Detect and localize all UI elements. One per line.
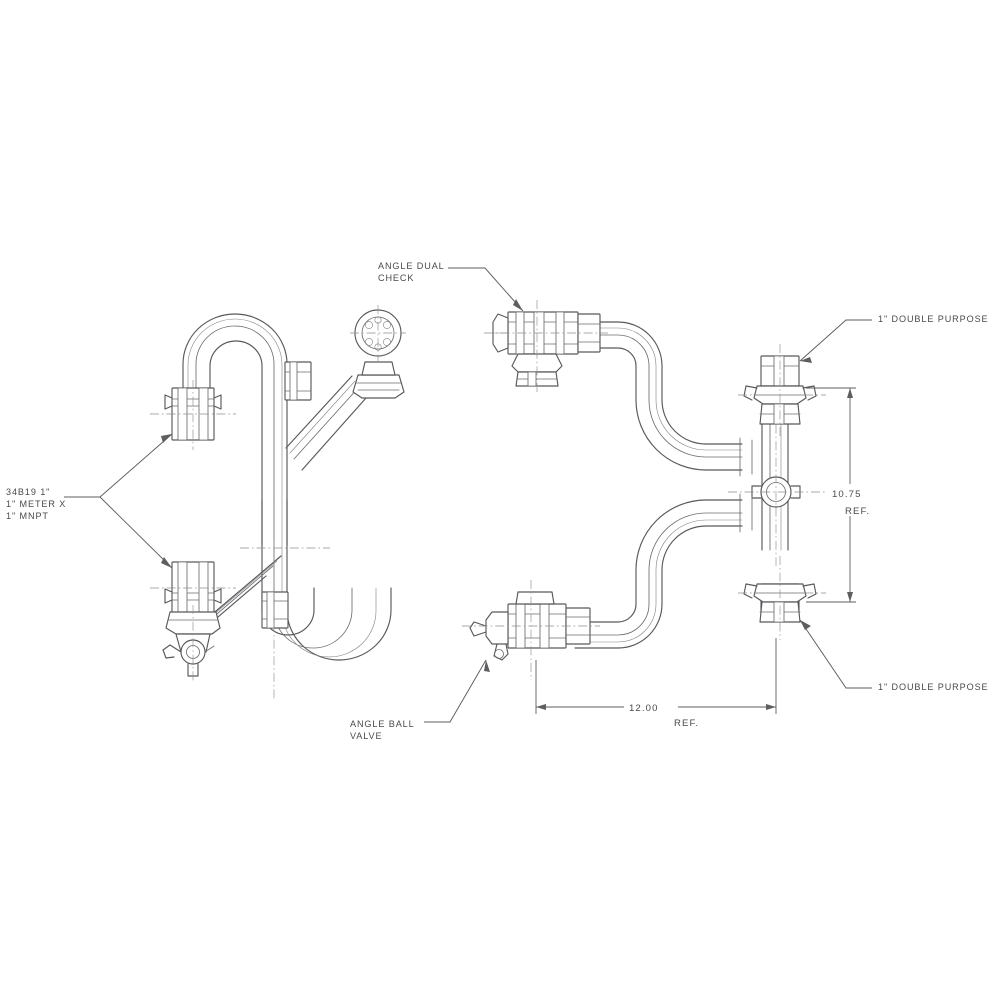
leader-angle-dual-check bbox=[448, 267, 524, 312]
dimension-vertical-value: 10.75 bbox=[832, 489, 862, 500]
iso-riser-coupling-lower bbox=[261, 591, 289, 629]
dimension-vertical-height bbox=[806, 387, 856, 603]
dimension-vertical-ref: REF. bbox=[845, 506, 870, 517]
iso-angle-ball-valve bbox=[162, 605, 221, 682]
double-purpose-valve-bottom bbox=[738, 556, 826, 640]
iso-upper-diagonal-branch bbox=[285, 375, 367, 471]
front-elevation-view bbox=[462, 300, 826, 680]
label-double-purpose-top: 1" DOUBLE PURPOSE bbox=[878, 314, 989, 324]
label-meter-coupling-line2: 1" METER X bbox=[6, 499, 66, 509]
label-double-purpose-bottom: 1" DOUBLE PURPOSE bbox=[878, 682, 989, 692]
angle-ball-valve-front bbox=[462, 580, 600, 680]
label-meter-coupling-line1: 34B19 1" bbox=[6, 487, 50, 497]
double-purpose-valve-top bbox=[738, 344, 826, 436]
leader-angle-ball-valve bbox=[424, 659, 490, 723]
iso-riser-coupling-upper bbox=[284, 361, 312, 401]
angle-dual-check-valve-front bbox=[484, 300, 608, 395]
leader-double-purpose-top bbox=[799, 319, 872, 363]
upper-s-curve-pipe bbox=[574, 321, 743, 471]
dimension-horizontal-ref: REF. bbox=[674, 718, 699, 729]
leader-meter-coupling bbox=[64, 433, 173, 569]
vertical-riser-pipe bbox=[728, 408, 826, 566]
dimension-horizontal-length bbox=[535, 638, 777, 714]
isometric-view bbox=[150, 305, 406, 700]
iso-lower-j-bend-pipe bbox=[261, 499, 392, 661]
label-angle-dual-check-line1: ANGLE DUAL bbox=[378, 261, 445, 271]
label-angle-dual-check-line2: CHECK bbox=[378, 273, 414, 283]
iso-angle-dual-check-valve bbox=[350, 305, 406, 399]
label-angle-ball-valve-line1: ANGLE BALL bbox=[350, 719, 415, 729]
dimension-horizontal-value: 12.00 bbox=[629, 703, 659, 714]
iso-upper-u-bend-pipe bbox=[182, 313, 288, 501]
lower-s-curve-pipe bbox=[574, 499, 743, 649]
label-meter-coupling-line3: 1" MNPT bbox=[6, 511, 49, 521]
leader-double-purpose-bottom bbox=[799, 619, 872, 689]
label-angle-ball-valve-line2: VALVE bbox=[350, 731, 382, 741]
pipe-union-marks bbox=[739, 437, 753, 533]
